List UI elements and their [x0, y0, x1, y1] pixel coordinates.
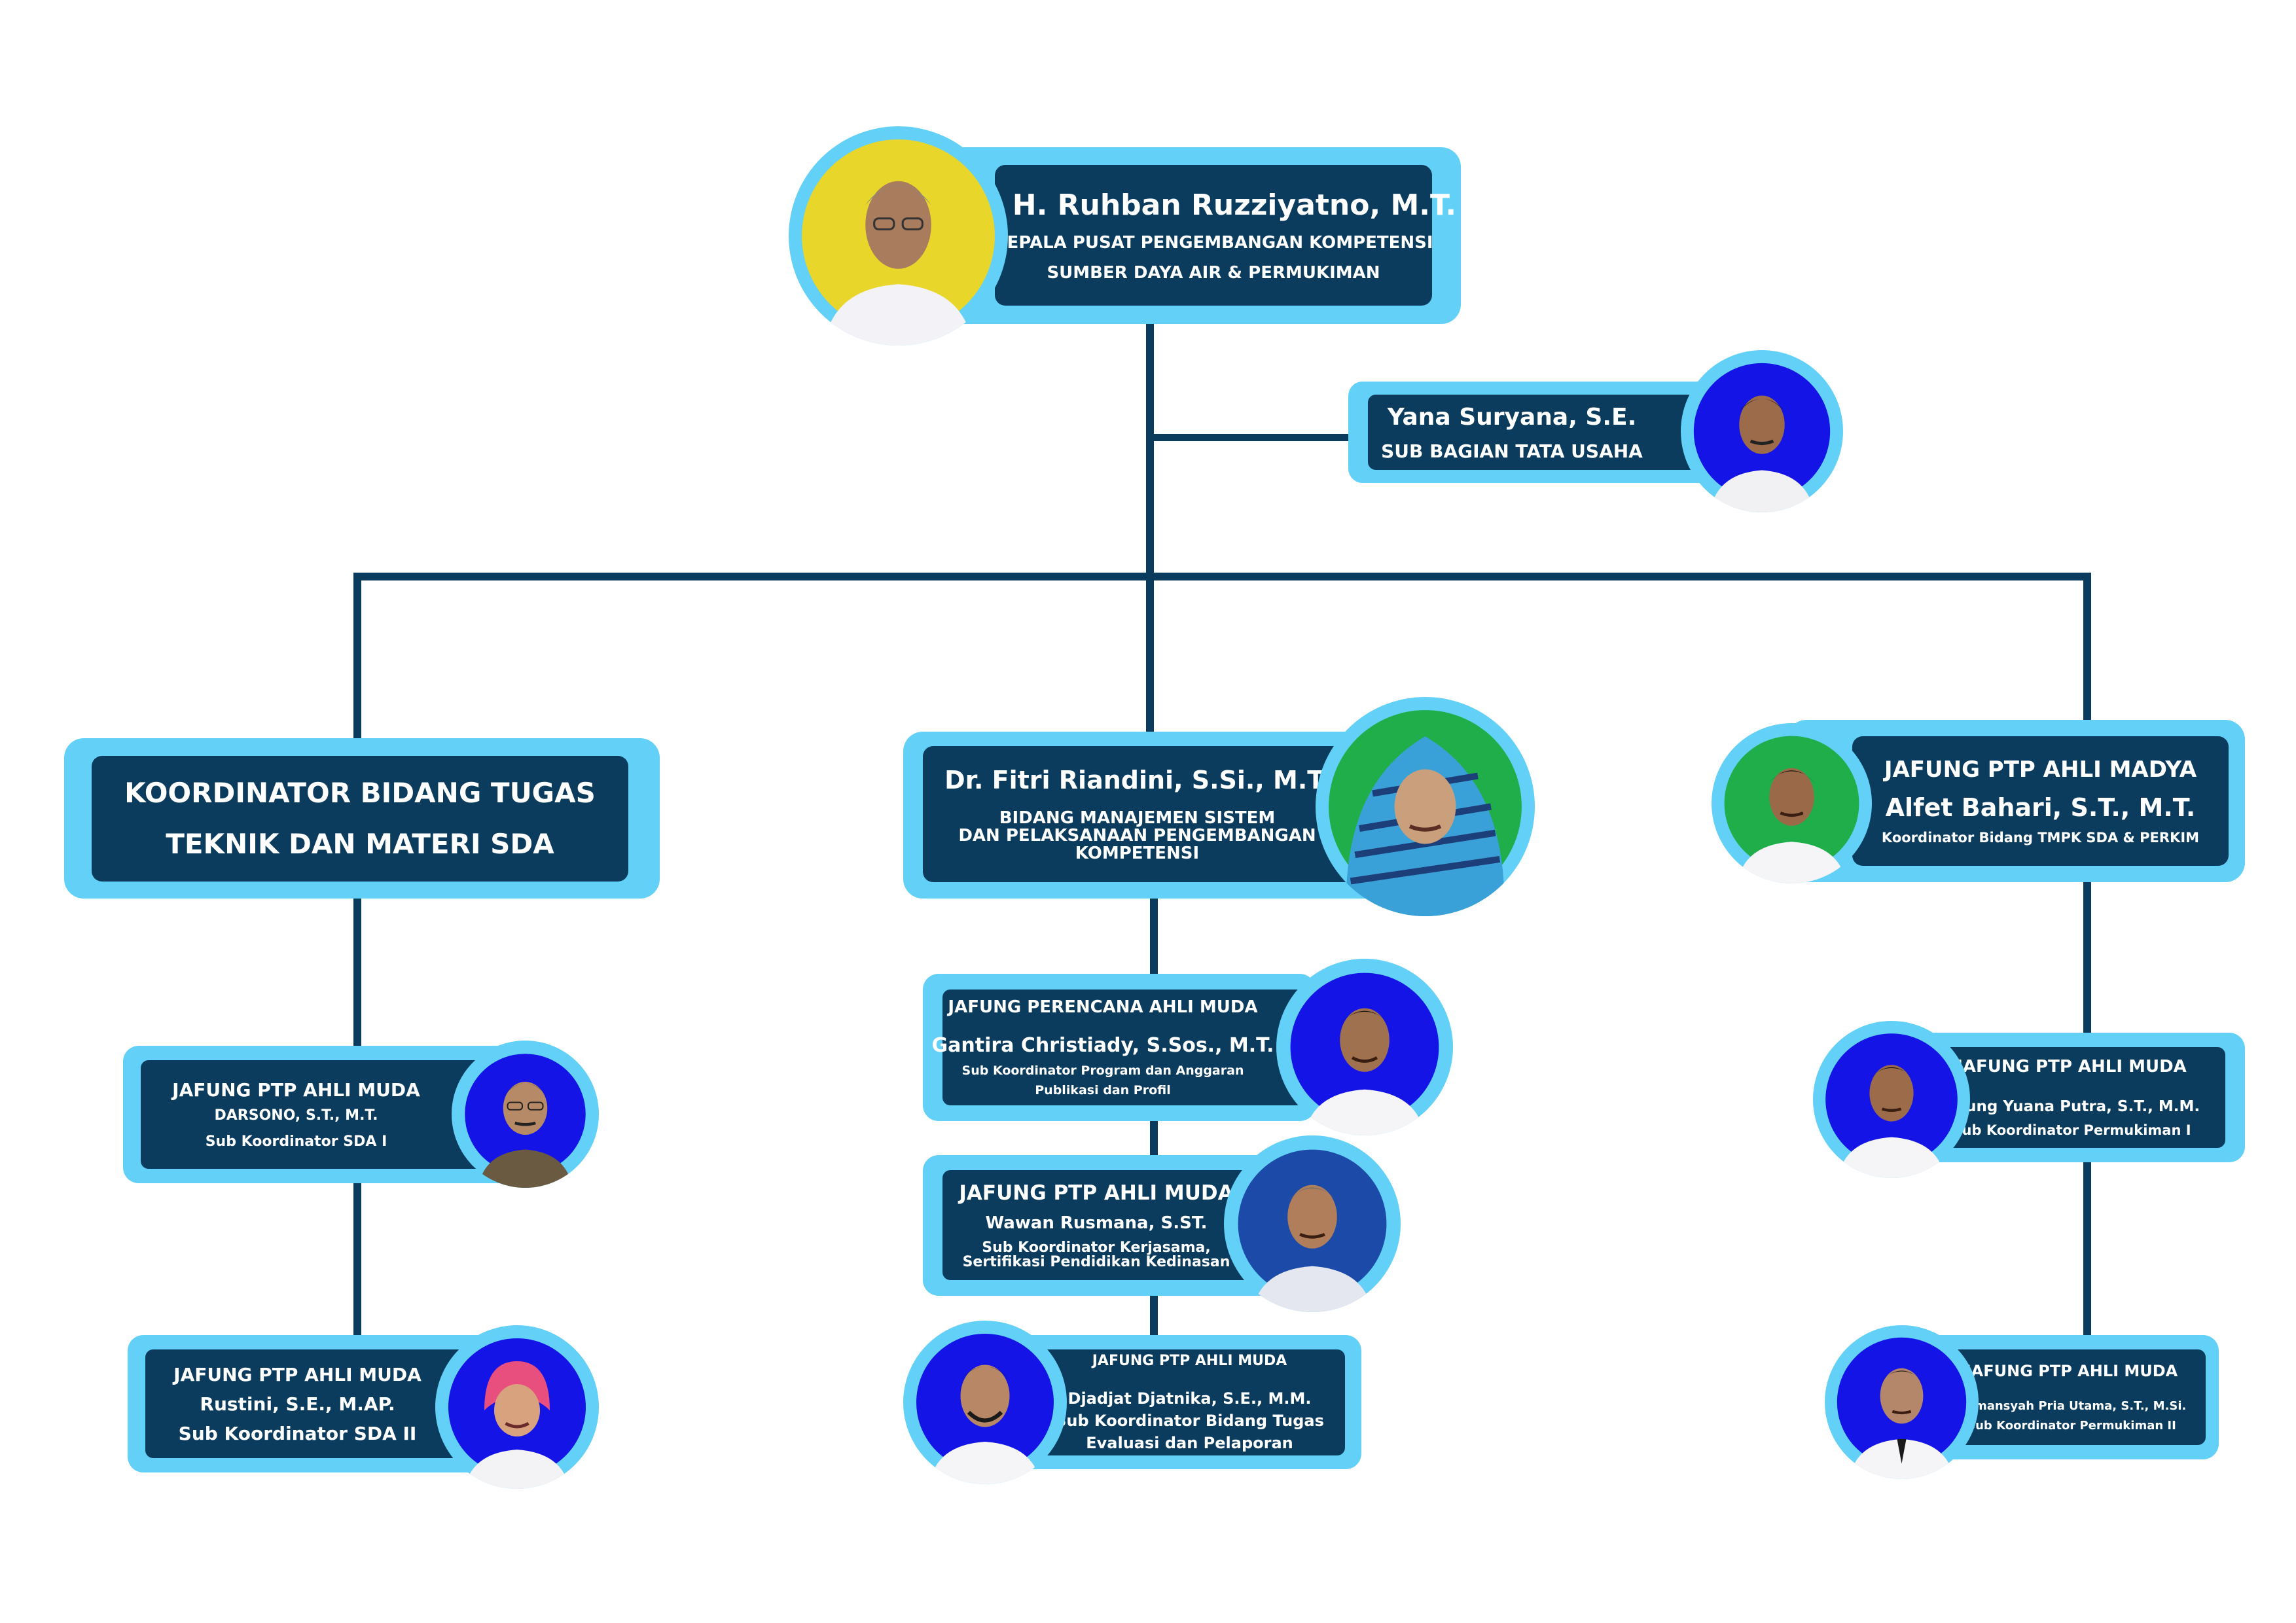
center-3-photo: [903, 1321, 1067, 1484]
right-head-name: Alfet Bahari, S.T., M.T.: [1885, 793, 2196, 823]
right-2-photo: [1825, 1325, 1979, 1479]
center-3-role-line2: Evaluasi dan Pelaporan: [1086, 1433, 1293, 1452]
connector-center-drop: [1146, 573, 1154, 740]
center-1-role-line2: Publikasi dan Profil: [1035, 1082, 1171, 1097]
left-1-position: JAFUNG PTP AHLI MUDA: [172, 1079, 420, 1101]
right-head-position: JAFUNG PTP AHLI MADYA: [1884, 756, 2197, 783]
right-1-position: JAFUNG PTP AHLI MUDA: [1956, 1057, 2187, 1077]
tata-usaha-role: SUB BAGIAN TATA USAHA: [1381, 440, 1643, 462]
left-2-role: Sub Koordinator SDA II: [178, 1422, 417, 1444]
center-1-photo: [1276, 959, 1453, 1135]
center-2-position: JAFUNG PTP AHLI MUDA: [959, 1181, 1234, 1205]
right-head-role: Koordinator Bidang TMPK SDA & PERKIM: [1881, 829, 2200, 846]
center-head-name: Dr. Fitri Riandini, S.Si., M.T.: [944, 766, 1330, 795]
connector-right-drop: [2083, 573, 2091, 730]
connector-horizontal-bar: [353, 573, 2091, 580]
left-1-role: Sub Koordinator SDA I: [205, 1133, 387, 1150]
head-name: Ir. H. Ruhban Ruzziyatno, M.T.: [970, 188, 1457, 222]
right-2-name: Firmansyah Pria Utama, S.T., M.Si.: [1956, 1399, 2187, 1413]
tata-usaha-name: Yana Suryana, S.E.: [1387, 403, 1637, 431]
center-3-role-line1: Sub Koordinator Bidang Tugas: [1055, 1411, 1324, 1430]
center-1-role-line1: Sub Koordinator Program dan Anggaran: [961, 1063, 1244, 1078]
tata-usaha-photo: [1681, 350, 1843, 512]
head-photo: [789, 126, 1008, 346]
center-2-name: Wawan Rusmana, S.ST.: [985, 1213, 1208, 1234]
right-head-photo: [1712, 723, 1872, 883]
right-2-position: JAFUNG PTP AHLI MUDA: [1965, 1361, 2178, 1380]
center-2-role-line2: Sertifikasi Pendidikan Kedinasan: [962, 1253, 1230, 1270]
center-2-role-line1: Sub Koordinator Kerjasama,: [982, 1239, 1211, 1256]
left-2-position: JAFUNG PTP AHLI MUDA: [173, 1363, 422, 1385]
center-head-role-line2: DAN PELAKSANAAN PENGEMBANGAN: [958, 826, 1316, 846]
head-role-line1: KEPALA PUSAT PENGEMBANGAN KOMPETENSI: [994, 232, 1433, 253]
center-3-name: Djadjat Djatnika, S.E., M.M.: [1067, 1389, 1312, 1408]
center-head-photo: [1316, 697, 1535, 916]
center-1-name: Gantira Christiady, S.Sos., M.T.: [931, 1034, 1274, 1058]
connector-left-drop: [353, 573, 361, 740]
left-head-line1: KOORDINATOR BIDANG TUGAS: [124, 776, 596, 809]
right-1-photo: [1813, 1021, 1970, 1178]
left-2-photo: [435, 1325, 599, 1489]
center-2-photo: [1224, 1135, 1401, 1312]
center-head-role-line3: KOMPETENSI: [1075, 844, 1200, 864]
left-1-name: DARSONO, S.T., M.T.: [214, 1107, 378, 1124]
left-1-photo: [452, 1041, 599, 1188]
left-head-line2: TEKNIK DAN MATERI SDA: [166, 828, 554, 860]
center-head-role-line1: BIDANG MANAJEMEN SISTEM: [999, 808, 1276, 828]
left-2-name: Rustini, S.E., M.AP.: [200, 1393, 395, 1415]
right-2-role: Sub Koordinator Permukiman II: [1967, 1419, 2176, 1433]
head-role-line2: SUMBER DAYA AIR & PERMUKIMAN: [1047, 263, 1380, 283]
right-1-name: Agung Yuana Putra, S.T., M.M.: [1943, 1097, 2200, 1115]
connector-tata-usaha: [1150, 434, 1353, 441]
center-3-position: JAFUNG PTP AHLI MUDA: [1092, 1353, 1287, 1370]
right-1-role: Sub Koordinator Permukiman I: [1952, 1122, 2191, 1138]
center-1-position: JAFUNG PERENCANA AHLI MUDA: [948, 997, 1258, 1017]
connector-head-trunk: [1146, 324, 1154, 582]
